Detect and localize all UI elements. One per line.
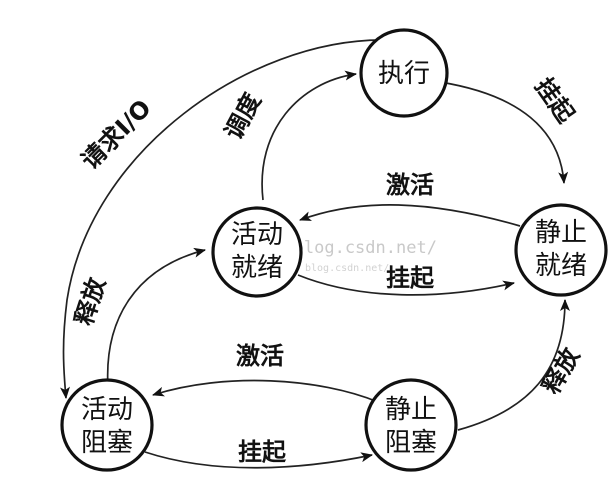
edge-suspend-blocked [144,451,373,469]
watermark-small: blog.csdn.net/ [305,263,389,274]
node-static-blocked-line1: 静止 [385,395,437,425]
node-active-ready: 活动 就绪 [211,206,303,298]
label-release-static: 释放 [537,342,586,398]
node-static-ready-line1: 静止 [535,218,587,248]
label-suspend-exec: 挂起 [529,73,580,129]
node-exec-label: 执行 [378,59,430,89]
node-active-blocked-line1: 活动 [81,395,133,425]
edge-dispatch [261,70,357,201]
node-static-ready: 静止 就绪 [514,203,608,297]
node-active-ready-line2: 就绪 [231,253,283,283]
label-suspend-ready: 挂起 [386,264,435,292]
label-release-active: 释放 [70,273,112,328]
label-dispatch: 调度 [219,88,267,144]
edge-suspend-ready [297,274,515,296]
node-static-blocked-line2: 阻塞 [385,428,437,458]
edge-activate-ready [299,204,521,227]
label-activate-ready: 激活 [386,171,434,199]
label-activate-blocked: 激活 [236,342,284,370]
edge-request-io [60,39,383,399]
node-exec: 执行 [359,28,449,118]
label-suspend-blocked: 挂起 [238,438,287,466]
edge-activate-blocked [152,379,379,403]
node-active-blocked: 活动 阻塞 [60,378,154,472]
edge-release-active [106,247,206,388]
node-active-blocked-line2: 阻塞 [81,428,133,458]
edge-suspend-exec [439,81,569,184]
edge-release-static [457,299,570,431]
node-active-ready-line1: 活动 [231,220,283,250]
node-static-blocked: 静止 阻塞 [364,378,458,472]
label-request-io: 请求I/O [76,94,157,175]
node-static-ready-line2: 就绪 [535,251,587,281]
